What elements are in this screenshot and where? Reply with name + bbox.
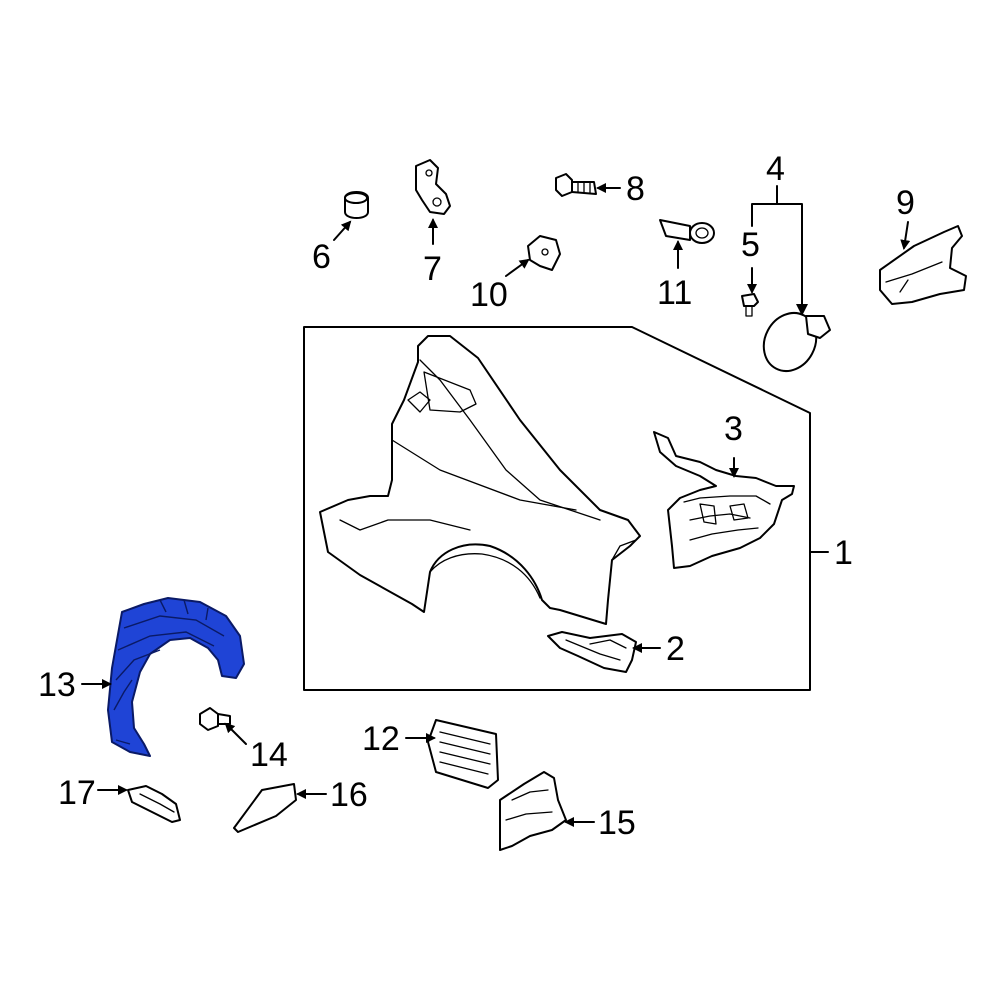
callout-13-label: 13 [38, 666, 76, 704]
shield-part[interactable] [233, 783, 297, 833]
callout-6-leader [333, 220, 352, 241]
lower-bracket-part[interactable] [547, 631, 637, 673]
fender-liner-shape [107, 597, 245, 757]
callout-10-label: 10 [470, 276, 508, 314]
callout-5-label: 5 [741, 226, 760, 264]
callout-15-label: 15 [598, 804, 636, 842]
callout-4-label: 4 [766, 150, 785, 188]
callout-7-label: 7 [423, 250, 442, 288]
callout-1-label: 1 [834, 534, 853, 572]
callout-9-label: 9 [896, 184, 915, 222]
callout-14-leader [224, 722, 247, 745]
retainer-part[interactable] [659, 219, 715, 244]
callout-17-label: 17 [58, 774, 96, 812]
vent-part[interactable] [427, 719, 499, 789]
callout-4-arrowhead [796, 304, 808, 316]
callout-9-leader [900, 221, 911, 250]
hinge-bracket-part[interactable] [415, 159, 451, 215]
side-bracket-part[interactable] [879, 225, 967, 305]
small-bracket-part[interactable] [127, 785, 181, 823]
callout-6-label: 6 [312, 238, 331, 276]
callout-16-label: 16 [330, 776, 368, 814]
callout-10-leader [505, 258, 530, 277]
callout-3-label: 3 [724, 410, 743, 448]
callout-14-label: 14 [250, 736, 288, 774]
screw-part[interactable] [741, 293, 759, 317]
fender-bolt-part[interactable] [199, 707, 231, 731]
fender-liner-part[interactable] [107, 597, 245, 757]
plug-part[interactable] [344, 191, 369, 219]
rear-bracket-part[interactable] [499, 771, 567, 851]
callout-11-label: 11 [657, 274, 692, 312]
bolt-part[interactable] [555, 173, 597, 197]
lamp-housing-part[interactable] [653, 431, 795, 569]
callout-4-bracket [751, 185, 803, 311]
clip-part[interactable] [527, 235, 561, 271]
quarter-panel-part[interactable] [319, 335, 641, 625]
callout-2-label: 2 [666, 630, 685, 668]
callout-12-label: 12 [362, 720, 400, 758]
callout-8-label: 8 [626, 170, 645, 208]
fuel-door-part[interactable] [754, 304, 831, 380]
